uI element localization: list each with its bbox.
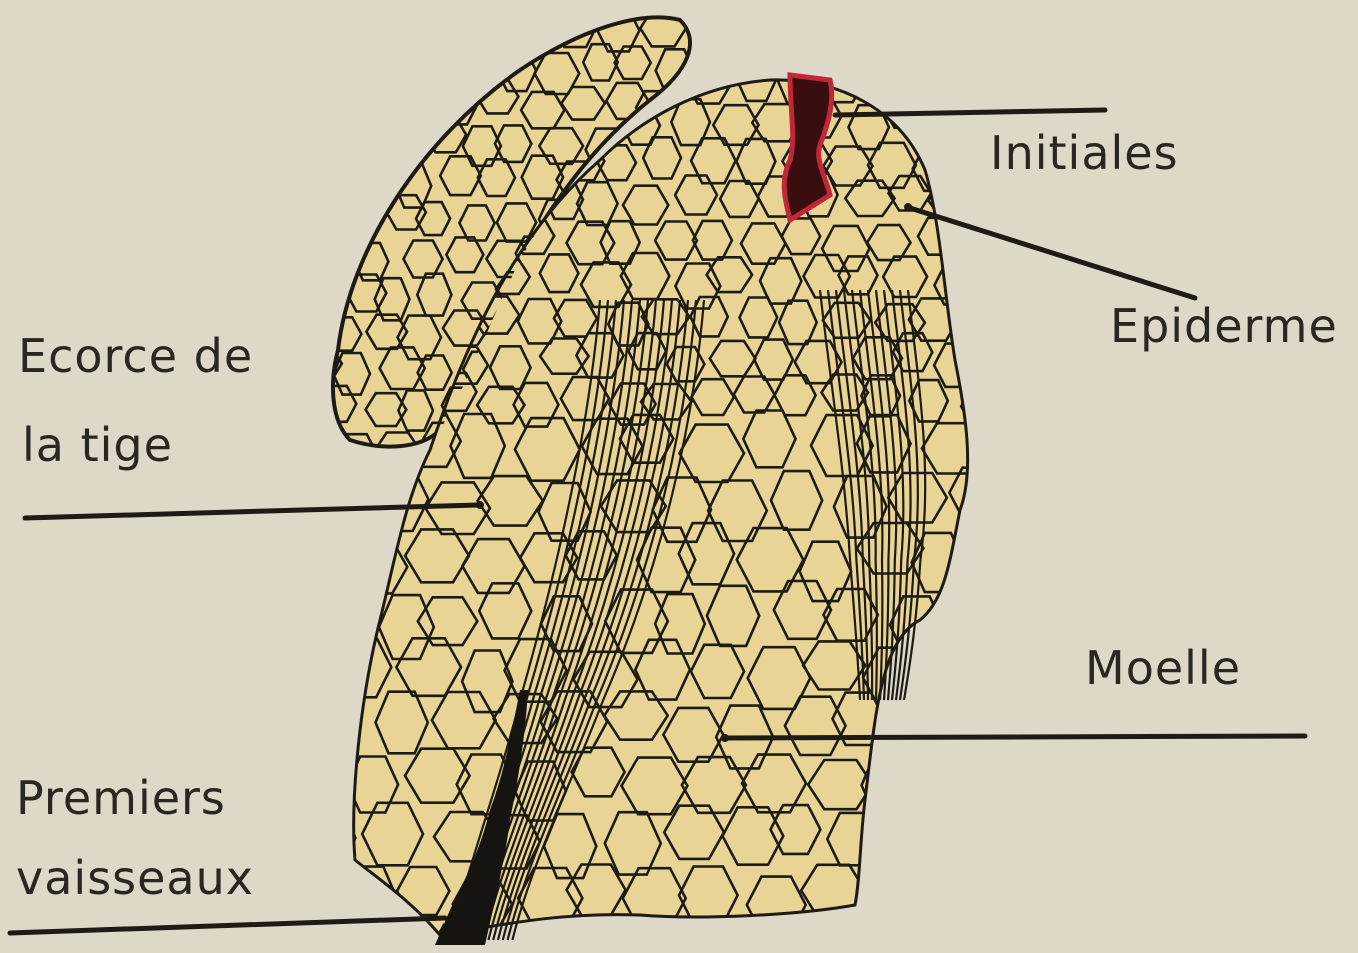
label-ecorce-line1: Ecorce de: [18, 333, 253, 379]
leader-dot-epiderme: [904, 203, 912, 211]
label-initiales: Initiales: [990, 130, 1179, 176]
label-premiers-line2: vaisseaux: [16, 855, 254, 901]
label-ecorce-line2: la tige: [22, 422, 173, 468]
label-premiers-line1: Premiers: [16, 775, 226, 821]
label-moelle: Moelle: [1085, 645, 1241, 691]
label-epiderme: Epiderme: [1110, 303, 1338, 349]
leader-dot-ecorce: [476, 501, 484, 509]
leader-dot-moelle: [721, 734, 729, 742]
leader-moelle: [725, 736, 1305, 738]
